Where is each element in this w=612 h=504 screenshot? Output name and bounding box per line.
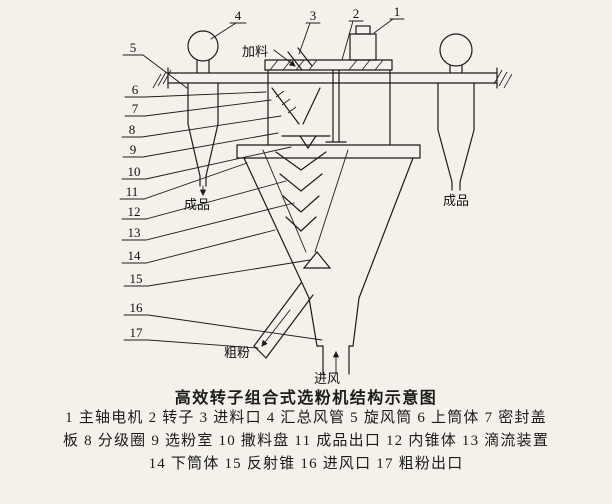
product-label-left: 成品 [184, 197, 210, 212]
callout-5: 5 [130, 40, 137, 55]
classifier-diagram: 1 2 3 4 5 6 7 8 9 10 11 12 13 14 15 16 1… [119, 4, 513, 386]
callout-15: 15 [130, 271, 143, 286]
machine-body [236, 25, 421, 375]
callout-numbers: 1 2 3 4 5 6 7 8 9 10 11 12 13 14 15 16 1… [126, 4, 401, 340]
legend-line-2: 板 8 分级圈 9 选粉室 10 撒料盘 11 成品出口 12 内锥体 13 滴… [62, 433, 550, 449]
callout-6: 6 [132, 82, 139, 97]
callout-12: 12 [128, 204, 141, 219]
legend-line-3: 14 下筒体 15 反射锥 16 进风口 17 粗粉出口 [148, 456, 464, 472]
callout-leaders [119, 18, 405, 349]
callout-13: 13 [128, 225, 141, 240]
callout-7: 7 [132, 101, 139, 116]
product-label-right: 成品 [443, 193, 469, 208]
feed-label: 加料 [242, 44, 268, 59]
diagram-caption: 高效转子组合式选粉机结构示意图 [174, 390, 438, 407]
callout-3: 3 [310, 8, 317, 23]
callout-16: 16 [130, 300, 144, 315]
feed-arrow [273, 49, 296, 67]
callout-11: 11 [126, 184, 139, 199]
right-cyclone [437, 33, 475, 191]
callout-17: 17 [130, 325, 144, 340]
inline-labels: 加料 成品 成品 粗粉 进风 [184, 44, 469, 386]
legend-line-1: 1 主轴电机 2 转子 3 进料口 4 汇总风管 5 旋风筒 6 上筒体 7 密… [65, 410, 547, 426]
air-inlet-label: 进风 [314, 371, 340, 386]
coarse-powder-label: 粗粉 [224, 345, 250, 360]
callout-9: 9 [130, 142, 137, 157]
legend: 1 主轴电机 2 转子 3 进料口 4 汇总风管 5 旋风筒 6 上筒体 7 密… [0, 407, 612, 476]
callout-10: 10 [128, 164, 141, 179]
callout-14: 14 [128, 248, 142, 263]
callout-8: 8 [129, 122, 136, 137]
callout-1: 1 [394, 4, 401, 19]
left-cyclone [187, 30, 219, 196]
machine-internals [262, 87, 349, 269]
callout-2: 2 [353, 6, 360, 21]
callout-4: 4 [235, 8, 242, 23]
